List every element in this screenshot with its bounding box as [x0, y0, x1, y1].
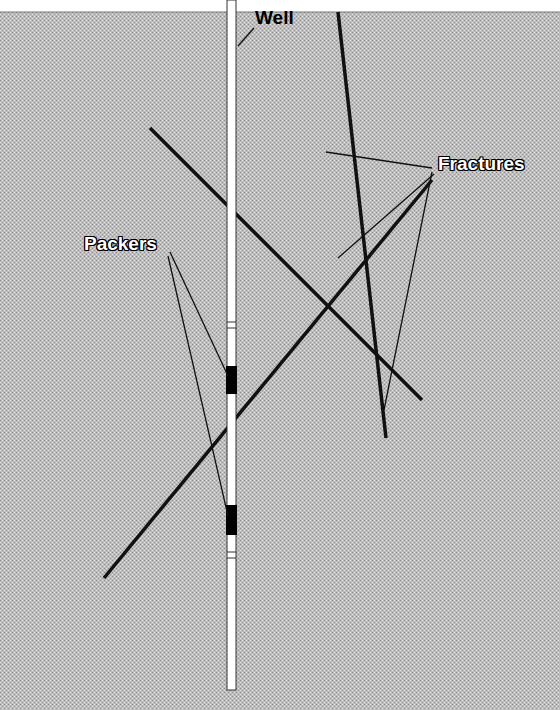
ground	[0, 12, 560, 710]
packer	[226, 366, 237, 394]
fractures	[104, 12, 432, 578]
leader-line	[238, 28, 254, 46]
well-label: Well	[255, 8, 294, 27]
leader-line	[338, 174, 434, 258]
leader-line	[170, 252, 228, 376]
leader-line	[326, 152, 432, 168]
leader-line	[384, 172, 432, 410]
fracture	[338, 12, 386, 438]
packers-label: Packers	[84, 234, 157, 253]
fractures-label: Fractures	[438, 154, 525, 173]
leader-lines	[168, 28, 434, 516]
packer	[226, 505, 237, 535]
well-pipe	[227, 0, 236, 690]
leader-line	[168, 256, 228, 516]
